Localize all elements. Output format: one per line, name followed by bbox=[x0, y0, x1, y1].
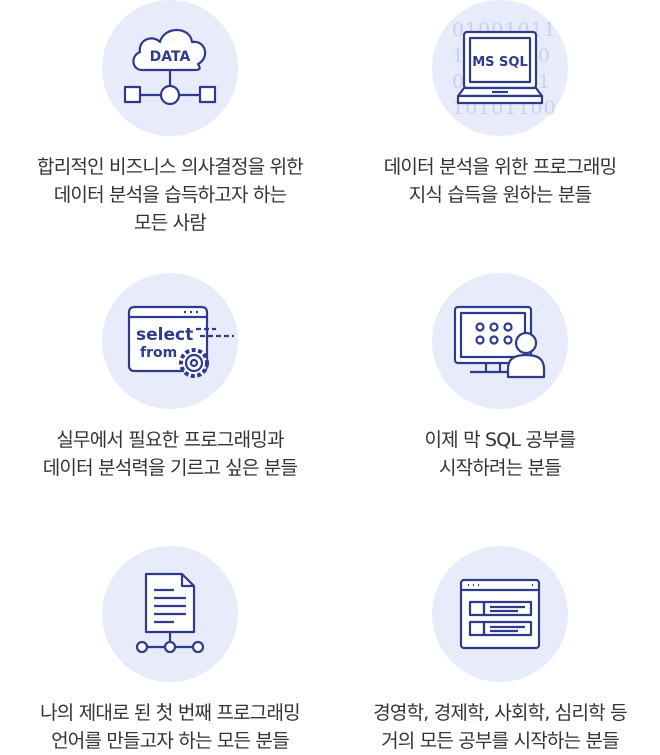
user-monitor-icon bbox=[432, 273, 568, 409]
select-from-window-icon: select from bbox=[102, 273, 238, 409]
audience-caption-2: 데이터 분석을 위한 프로그래밍 지식 습득을 원하는 분들 bbox=[383, 156, 617, 206]
cloud-data-icon: DATA bbox=[102, 0, 238, 136]
audience-caption-4: 이제 막 SQL 공부를 시작하려는 분들 bbox=[424, 429, 576, 479]
svg-text:1: 1 bbox=[538, 71, 551, 93]
from-label: from bbox=[140, 345, 177, 361]
ms-sql-label: MS SQL bbox=[472, 55, 528, 70]
ms-sql-laptop-icon: 01001011 10 0 0 1 10101100 MS SQL bbox=[432, 0, 568, 136]
data-icon-label: DATA bbox=[150, 49, 191, 65]
audience-caption-3: 실무에서 필요한 프로그래밍과 데이터 분석력을 기르고 싶은 분들 bbox=[42, 429, 298, 479]
select-label: select bbox=[136, 325, 193, 345]
audience-caption-5: 나의 제대로 된 첫 번째 프로그래밍 언어를 만들고자 하는 모든 분들 bbox=[40, 702, 301, 752]
svg-text:0: 0 bbox=[538, 45, 551, 67]
svg-text:0: 0 bbox=[452, 71, 465, 93]
audience-caption-6: 경영학, 경제학, 사회학, 심리학 등 거의 모든 공부를 시작하는 분들 bbox=[373, 702, 627, 752]
document-network-icon bbox=[102, 546, 238, 682]
audience-caption-1: 합리적인 비즈니스 의사결정을 위한 데이터 분석을 습득하고자 하는 모든 사… bbox=[37, 156, 304, 234]
table-window-icon bbox=[432, 546, 568, 682]
